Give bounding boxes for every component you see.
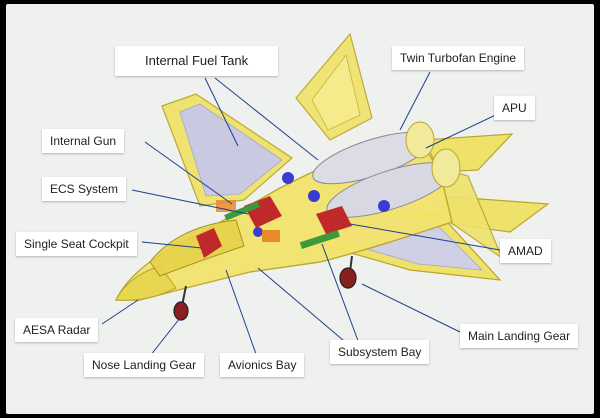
right-vertical-tail-inner [311,54,361,131]
component-blue-1 [282,172,294,184]
label-single-seat-cockpit: Single Seat Cockpit [16,232,137,256]
lower-nozzle [431,148,461,188]
leader-fuel-tank-2 [214,77,319,161]
nose-gear-wheel [173,301,189,321]
leader-apu [425,111,503,149]
leader-fuel-tank-1 [204,77,239,147]
leader-ecs [131,189,249,215]
label-amad: AMAD [500,239,551,263]
component-blue-2 [308,190,320,202]
amad-unit [316,206,352,234]
label-aesa-radar: AESA Radar [15,318,99,342]
label-ecs-system: ECS System [42,177,127,201]
label-internal-gun: Internal Gun [42,129,125,153]
leader-nose-gear [149,317,181,357]
gun-barrel [224,201,260,221]
component-orange-2 [216,200,236,212]
leader-subsystem-1 [257,267,351,347]
component-blue-3 [378,200,390,212]
main-gear-wheel [339,267,357,289]
label-nose-landing-gear: Nose Landing Gear [84,353,205,377]
leader-aesa [101,299,139,325]
leader-avionics [225,269,257,355]
leader-twin-turbofan [399,71,431,131]
leader-main-gear [361,283,461,333]
subsystem-green [299,230,340,250]
label-twin-turbofan-engine: Twin Turbofan Engine [392,46,525,70]
label-avionics-bay: Avionics Bay [220,353,305,377]
component-orange [262,230,280,242]
cockpit-seat [196,228,222,258]
leader-cockpit [141,241,203,249]
component-blue-4 [253,227,263,237]
label-main-landing-gear: Main Landing Gear [460,324,579,348]
leader-lines [101,71,503,357]
label-apu: APU [494,96,535,120]
leader-internal-gun [144,141,233,205]
upper-nozzle [405,121,435,159]
leader-amad [349,223,501,251]
label-internal-fuel-tank: Internal Fuel Tank [115,46,279,76]
leader-subsystem-2 [321,243,361,347]
label-subsystem-bay: Subsystem Bay [330,340,430,364]
